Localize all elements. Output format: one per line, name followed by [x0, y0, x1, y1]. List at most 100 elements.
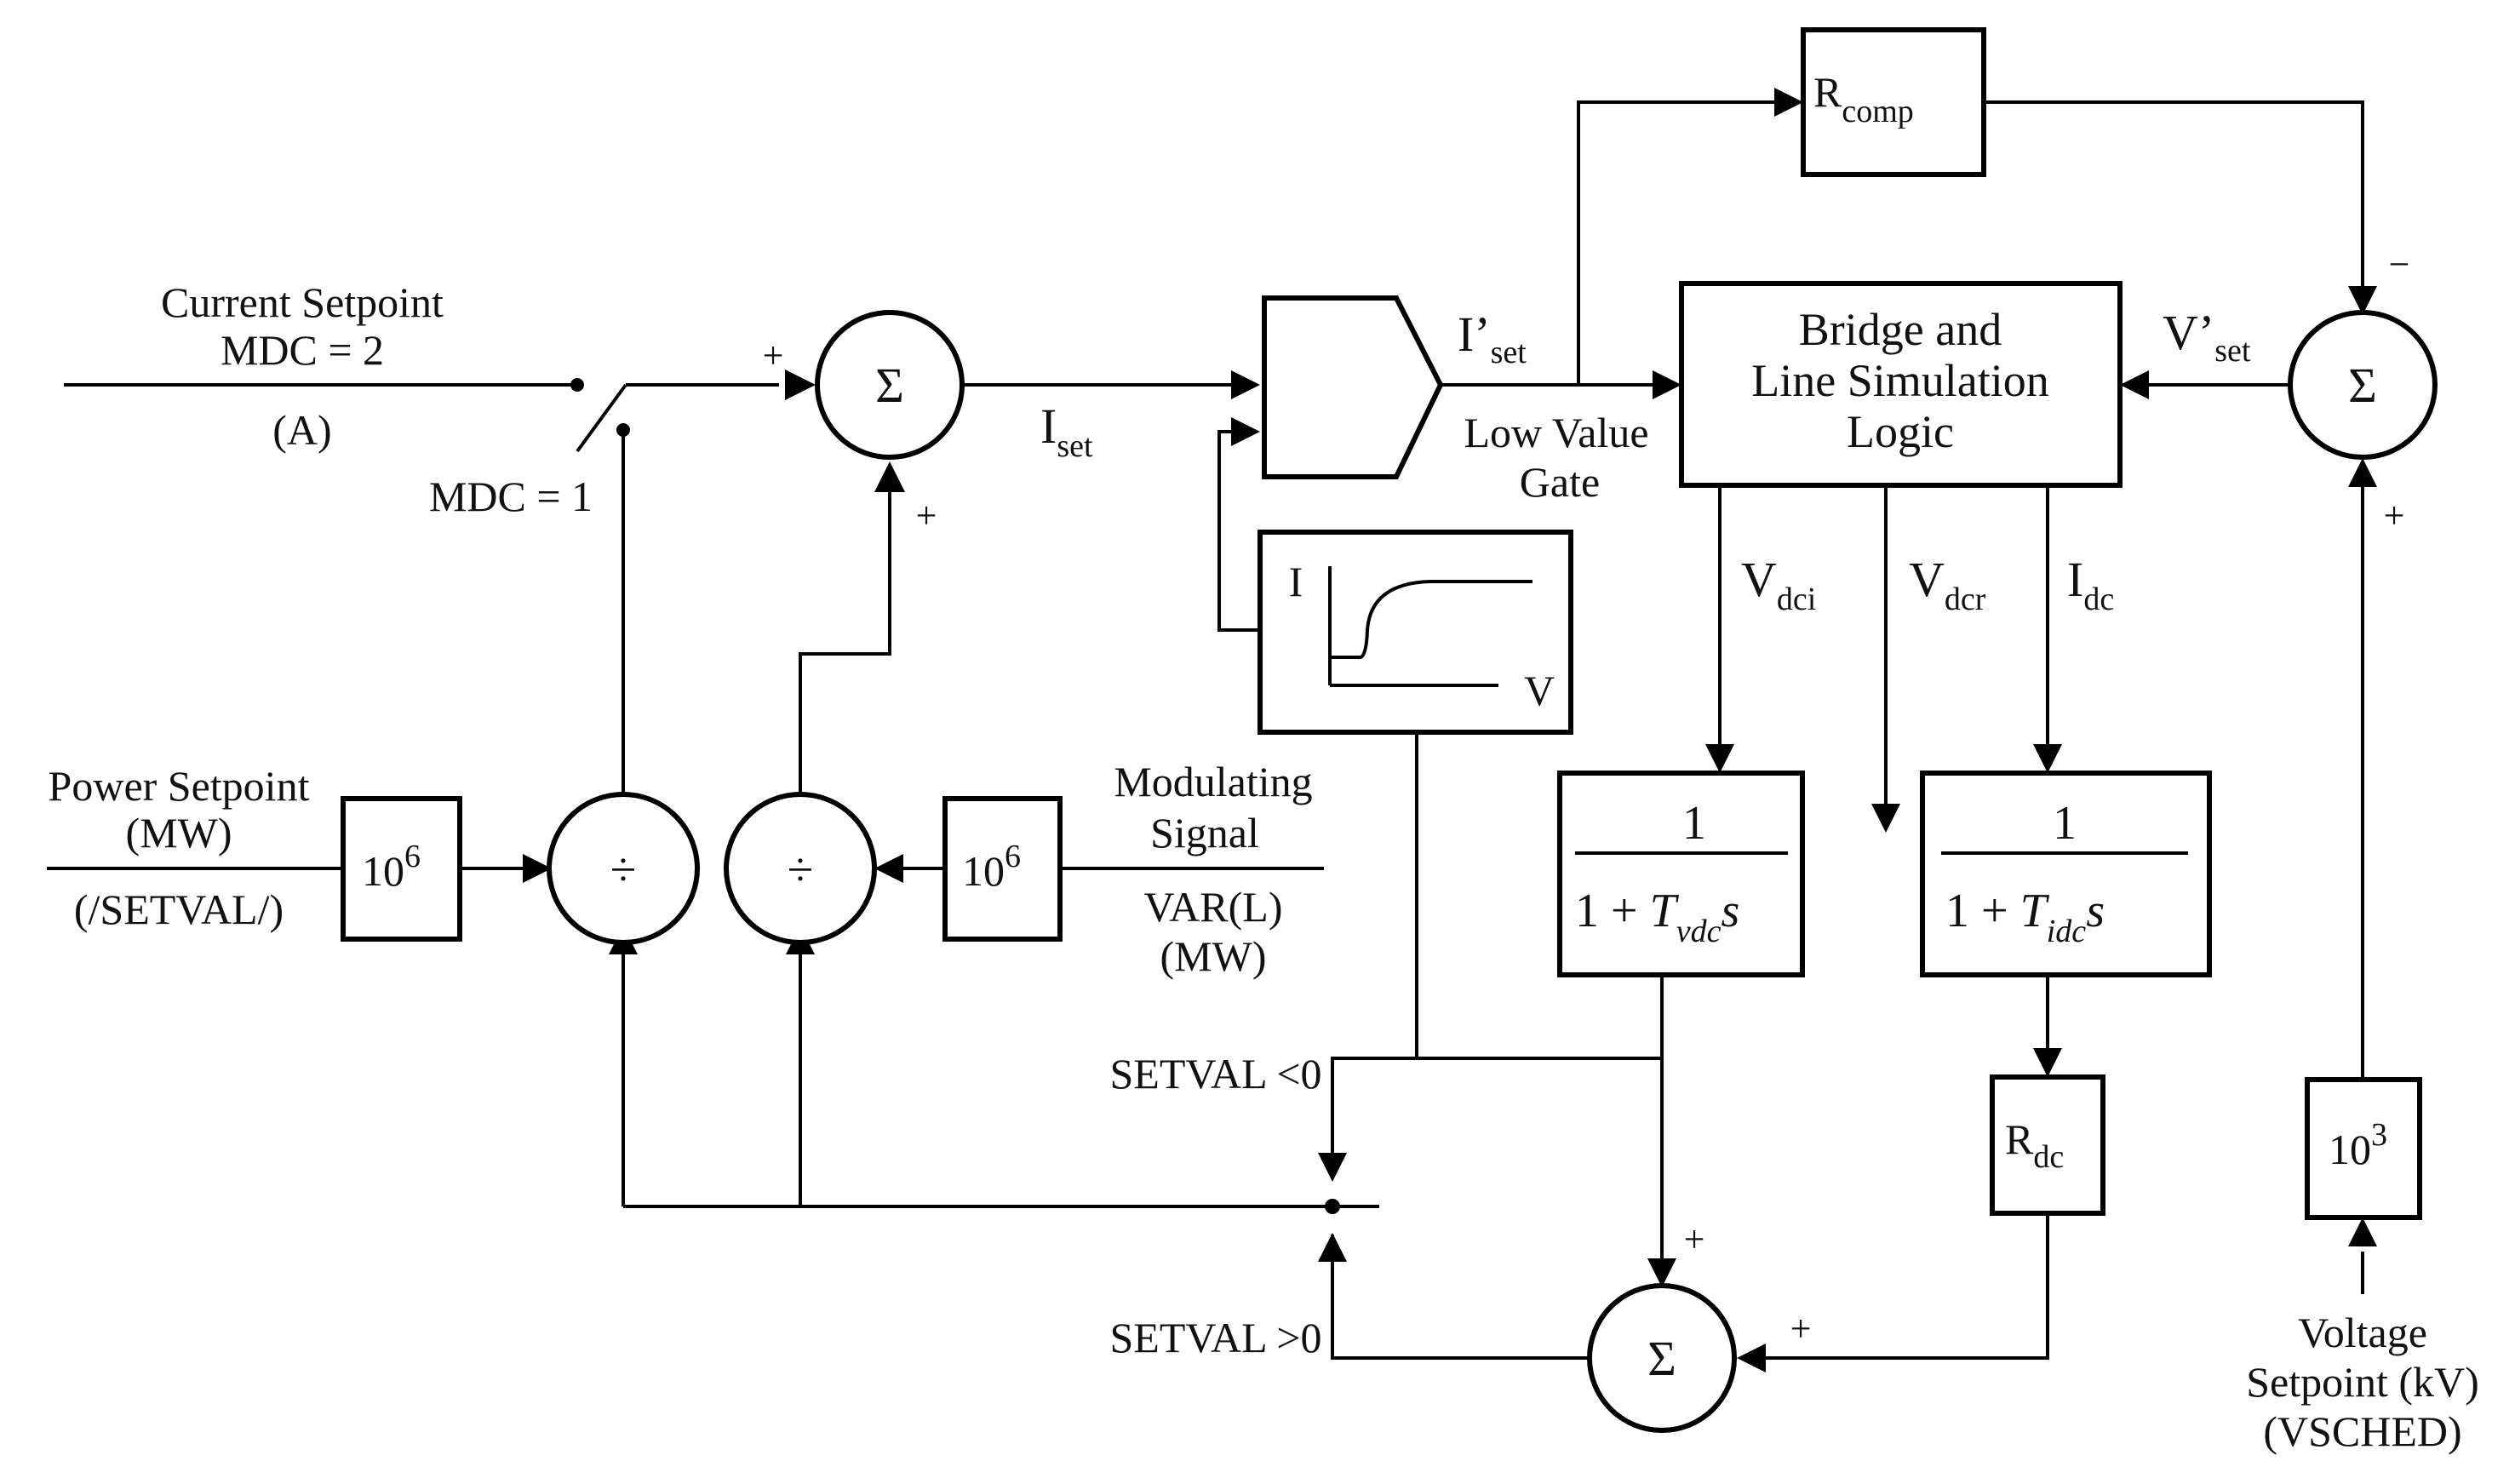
arrow-setval-pos — [1318, 1233, 1347, 1262]
sum-symbol: Σ — [1647, 1331, 1676, 1386]
tf-idc-block: 1 1 + Tidcs — [1920, 771, 2212, 977]
gain-1e6-label: 106 — [362, 839, 421, 895]
vdci-label: Vdci — [1741, 552, 1816, 617]
plus-sign: + — [763, 335, 784, 376]
gate-label-2: Gate — [1520, 458, 1600, 506]
sum-symbol: Σ — [2348, 358, 2377, 413]
arrow-into-div2 — [874, 854, 903, 883]
vprime-label: V’set — [2163, 305, 2251, 369]
power-unit-label: (MW) — [126, 809, 232, 857]
divide-symbol: ÷ — [610, 844, 637, 897]
arrow-into-bridge — [1653, 370, 1681, 399]
arrow-into-sum1 — [785, 370, 816, 400]
tf-vdc-denominator: 1 + Tvdcs — [1575, 885, 1739, 949]
power-setpoint-label: Power Setpoint — [49, 762, 310, 810]
bridge-line-1: Bridge and — [1799, 304, 2002, 355]
divider-2: ÷ — [724, 792, 877, 945]
labels: Current Setpoint MDC = 2 (A) MDC = 1 Pow… — [49, 278, 2479, 1455]
iset-label: Iset — [1040, 398, 1093, 464]
rdc-block: Rdc — [1990, 1074, 2105, 1216]
wires — [47, 100, 2364, 1360]
low-value-gate — [1262, 295, 1444, 479]
gain-1e6-label: 106 — [962, 839, 1021, 895]
div2-to-sum-line — [799, 485, 891, 796]
arrow-into-sum2-right — [1737, 1344, 1766, 1372]
arrow-into-tfvdc — [1705, 744, 1734, 773]
mdc2-label: MDC = 2 — [221, 326, 384, 374]
tf-vdc-block: 1 1 + Tvdcs — [1557, 771, 1805, 977]
mode-switch-blade — [576, 383, 627, 453]
arrow-into-sum2-top — [1647, 1258, 1676, 1287]
arrow-into-sum1-bottom — [874, 461, 905, 492]
gain-1e3-label: 103 — [2329, 1117, 2387, 1173]
modulating-label: Modulating — [1114, 758, 1312, 805]
arrow-into-vsum-bottom — [2348, 458, 2377, 487]
signal-label: Signal — [1150, 809, 1259, 857]
rcomp-block: Rcomp — [1801, 27, 1986, 177]
current-unit-label: (A) — [272, 406, 331, 454]
sum-junction-voltage: Σ — [2288, 310, 2438, 460]
arrow-into-div1 — [523, 854, 552, 883]
divider-1: ÷ — [547, 792, 700, 945]
rdc-label: Rdc — [2005, 1115, 2064, 1175]
sum-junction-1: Σ — [815, 310, 965, 460]
vdcol-to-gate-line — [1217, 430, 1258, 632]
arrow-into-rcomp — [1774, 88, 1803, 117]
sum-symbol: Σ — [875, 358, 904, 413]
arrow-setval-neg — [1318, 1153, 1347, 1182]
arrow-into-tfidc — [2033, 744, 2062, 773]
tf-vdc-numerator: 1 — [1682, 797, 1706, 850]
plus-sign: + — [1790, 1308, 1812, 1349]
rdc-to-sum2-line — [1754, 1213, 2049, 1360]
arrow-into-vgain — [2348, 1218, 2377, 1246]
tf-idc-denominator: 1 + Tidcs — [1945, 885, 2105, 949]
bridge-block: Bridge and Line Simulation Logic — [1679, 281, 2123, 488]
vdcol-v-label: V — [1524, 667, 1555, 714]
gain-1e6-modulating-block: 106 — [942, 796, 1063, 942]
rcomp-label: Rcomp — [1813, 68, 1914, 129]
gain-1e3-block: 103 — [2305, 1077, 2422, 1220]
divide-symbol: ÷ — [788, 844, 814, 897]
plus-sign: + — [1684, 1218, 1705, 1260]
vdcol-block: I V — [1258, 530, 1573, 735]
arrow-into-vsum-top — [2348, 286, 2377, 315]
vsched-label: (VSCHED) — [2263, 1407, 2461, 1455]
vdcol-curve — [1330, 580, 1532, 659]
arrow-into-rdc — [2033, 1048, 2062, 1077]
arrow-vdcr — [1871, 804, 1900, 833]
sum-junction-2: Σ — [1587, 1283, 1737, 1433]
arrow-into-gate-1 — [1231, 370, 1260, 399]
mdc1-label: MDC = 1 — [429, 473, 593, 520]
iprime-label: I’set — [1458, 307, 1527, 370]
gain-1e6-power-block: 106 — [341, 796, 462, 942]
mod-unit-label: (MW) — [1160, 932, 1267, 980]
setval-label: (/SETVAL/) — [74, 885, 284, 933]
var-label: VAR(L) — [1144, 883, 1283, 931]
bridge-line-3: Logic — [1847, 406, 1954, 457]
setval-switch-dot — [1325, 1199, 1340, 1214]
rcomp-to-vsum-line — [1984, 100, 2364, 298]
switch-contact-mdc1 — [616, 423, 630, 437]
setval-negative-label: SETVAL <0 — [1109, 1050, 1321, 1097]
plus-sign: + — [2384, 495, 2405, 536]
idc-label: Idc — [2067, 552, 2114, 617]
current-setpoint-label: Current Setpoint — [161, 278, 444, 326]
vdcol-i-label: I — [1289, 558, 1303, 605]
setval-neg-line — [1331, 1057, 1662, 1166]
voltage-setpoint-label: Setpoint (kV) — [2246, 1358, 2479, 1406]
iprime-to-rcomp-line — [1577, 100, 1775, 385]
gate-label-1: Low Value — [1464, 409, 1648, 456]
voltage-label: Voltage — [2298, 1309, 2427, 1356]
setval-positive-label: SETVAL >0 — [1109, 1314, 1321, 1361]
tf-idc-numerator: 1 — [2053, 797, 2077, 850]
bridge-line-2: Line Simulation — [1751, 355, 2048, 406]
minus-sign: − — [2389, 244, 2410, 285]
vdcr-label: Vdcr — [1909, 552, 1986, 617]
switch-contact-mdc2 — [570, 378, 584, 392]
arrow-into-gate-2 — [1231, 417, 1260, 446]
plus-sign: + — [916, 495, 937, 536]
arrowheads — [523, 88, 2377, 1372]
arrow-into-bridge-right — [2120, 370, 2149, 399]
setval-pos-line — [1331, 1235, 1588, 1360]
